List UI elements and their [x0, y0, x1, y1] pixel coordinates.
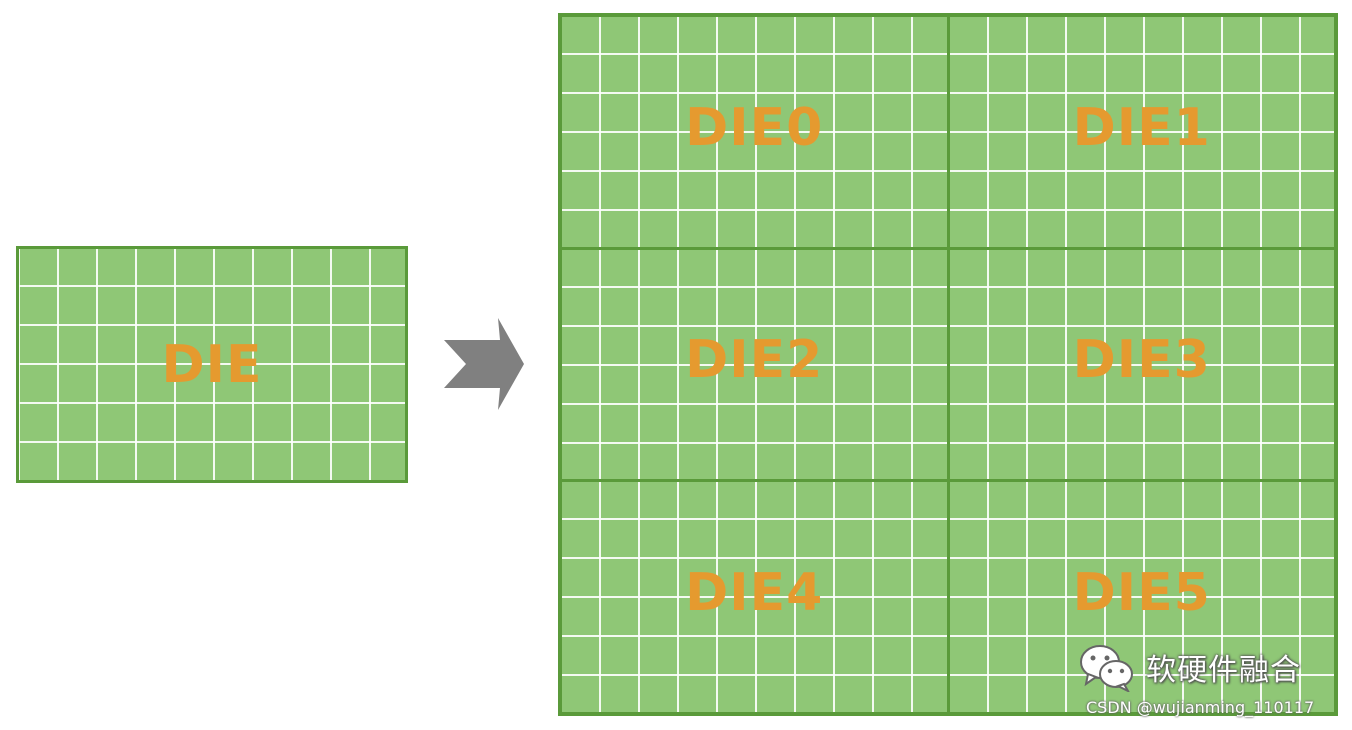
die-5: DIE5: [949, 482, 1334, 712]
die-grid: DIE0 DIE1 DIE2 DIE3 DIE4 DIE5: [558, 13, 1338, 716]
die-1-label: DIE1: [1072, 97, 1211, 158]
die-5-label: DIE5: [1072, 563, 1211, 624]
arrow-shape: [444, 318, 524, 410]
die-2: DIE2: [562, 249, 947, 480]
die-1: DIE1: [949, 17, 1334, 247]
die-2-label: DIE2: [685, 330, 824, 391]
credit-text: CSDN @wujianming_110117: [1086, 698, 1315, 717]
single-die: DIE: [16, 246, 408, 483]
watermark: 软硬件融合: [1078, 642, 1301, 692]
watermark-text: 软硬件融合: [1146, 653, 1301, 688]
wechat-icon: [1080, 645, 1133, 692]
die-0-label: DIE0: [685, 97, 824, 158]
die-4-label: DIE4: [685, 563, 824, 624]
die-3-label: DIE3: [1072, 330, 1211, 391]
die-4: DIE4: [562, 482, 947, 712]
single-die-label: DIE: [161, 334, 263, 395]
die-0: DIE0: [562, 17, 947, 247]
die-3: DIE3: [949, 249, 1334, 480]
chevron-arrow-right-icon: [444, 318, 524, 410]
